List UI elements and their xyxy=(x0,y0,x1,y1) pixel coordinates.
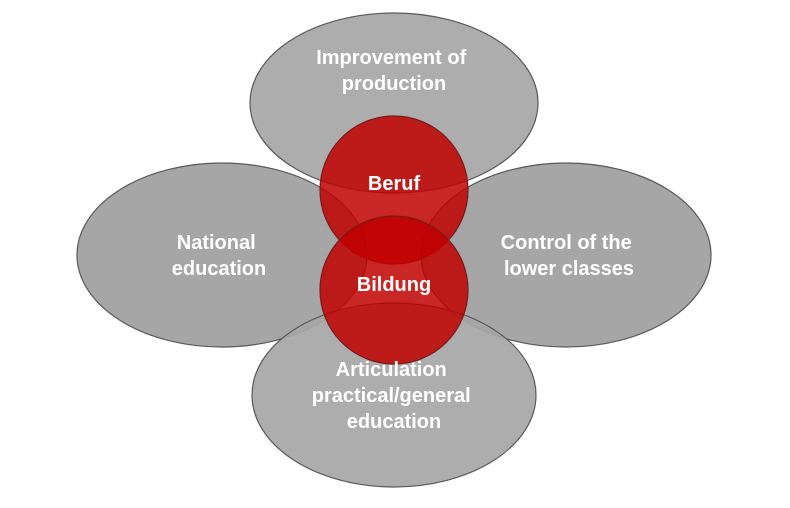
label-bottom-line-1: Articulation xyxy=(336,359,447,381)
label-top-line-2: production xyxy=(342,73,446,95)
label-top-line-1: Improvement of xyxy=(316,47,466,69)
label-right-line-2: lower classes xyxy=(504,258,634,280)
label-left-line-2: education xyxy=(172,258,266,280)
label-improvement-production: Improvement of production xyxy=(316,47,472,95)
label-beruf: Beruf xyxy=(368,173,421,195)
label-national-education: National education xyxy=(172,232,266,280)
label-bottom-line-2: practical/general xyxy=(312,385,471,407)
label-bottom-line-3: education xyxy=(347,411,441,433)
label-control-lower-classes: Control of the lower classes xyxy=(501,232,638,280)
label-left-line-1: National xyxy=(177,232,256,254)
circle-bildung xyxy=(319,215,469,365)
label-right-line-1: Control of the xyxy=(501,232,632,254)
label-articulation: Articulation practical/general education xyxy=(312,359,477,433)
label-bildung: Bildung xyxy=(357,274,431,296)
